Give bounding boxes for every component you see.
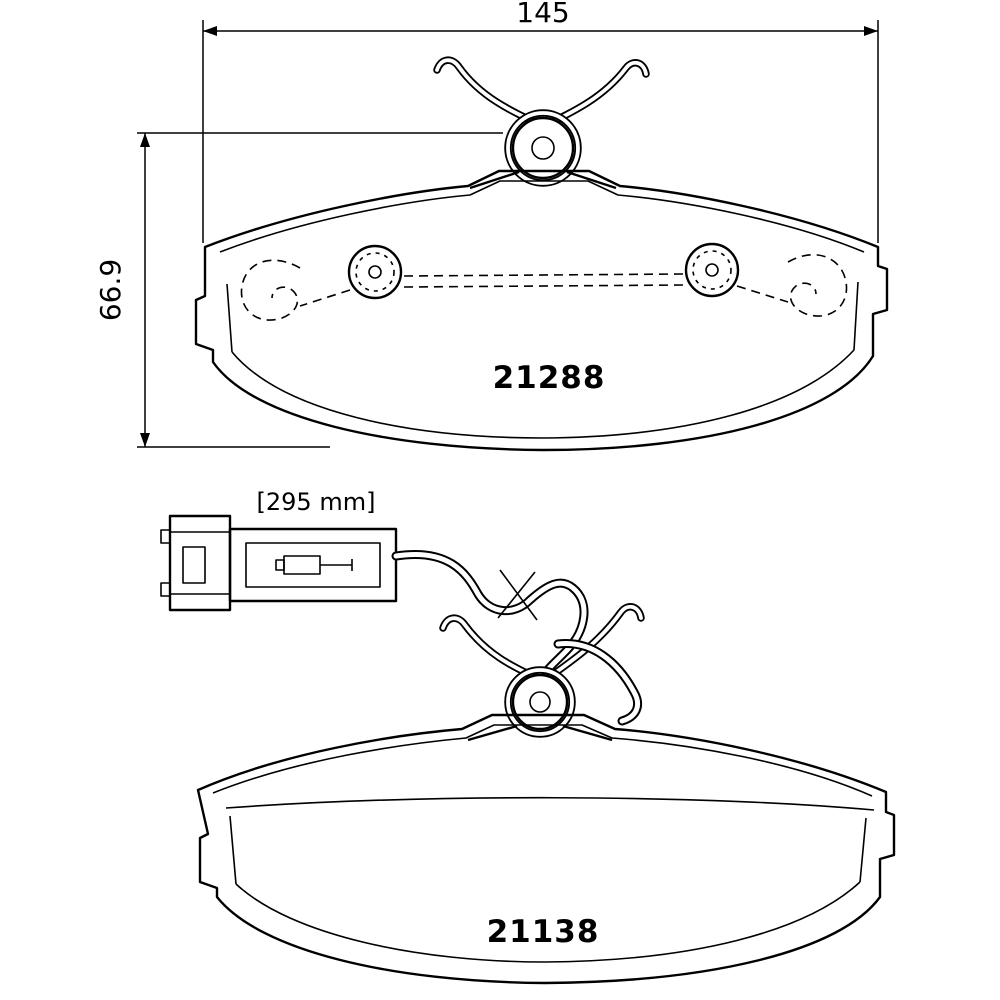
sensor-element — [283, 555, 321, 575]
cable-twist-mark — [497, 571, 536, 619]
mount-hole — [529, 691, 551, 713]
arrowhead-top — [140, 133, 150, 147]
mount-boss — [511, 673, 569, 731]
mount-hole — [531, 136, 555, 160]
inner-top-contour — [219, 180, 865, 253]
inner-left-edge — [229, 815, 237, 885]
inner-bottom-contour — [231, 349, 855, 439]
sensor-body — [228, 527, 398, 603]
connector-tab-bottom — [160, 582, 170, 597]
inner-bottom-contour — [235, 881, 861, 963]
spring-hook-right — [787, 253, 848, 317]
inner-top-contour — [212, 724, 873, 797]
hidden-line-lower — [403, 284, 685, 288]
spring-hook-left — [240, 259, 301, 321]
boss-base-right — [562, 724, 613, 742]
pad-outline — [194, 169, 889, 452]
inner-left-edge — [226, 283, 233, 353]
width-dimension: 145 — [202, 0, 879, 243]
hidden-line-upper — [403, 273, 685, 277]
mount-boss — [511, 116, 575, 180]
width-dimension-label: 145 — [516, 0, 569, 29]
boss-base-left — [467, 724, 518, 742]
connector-window — [182, 546, 206, 584]
spring-coil-left — [347, 244, 403, 300]
spring-coil-right — [684, 242, 740, 298]
arrowhead-right — [864, 26, 878, 36]
hidden-line-right — [736, 285, 789, 303]
plate-boundary-line — [225, 796, 875, 811]
height-dimension-label: 66.9 — [94, 259, 127, 321]
hidden-line-left — [299, 289, 351, 307]
lower-pad-part-number: 21138 — [487, 914, 600, 950]
connector-tab-top — [160, 529, 170, 544]
inner-right-edge — [853, 281, 859, 351]
lower-brake-pad-drawing: 21138 — [196, 607, 896, 985]
arrowhead-bottom — [140, 433, 150, 447]
cable-twist-mark — [499, 569, 538, 621]
height-dimension: 66.9 — [94, 132, 503, 448]
sensor-wire-length-label: [295 mm] — [257, 488, 376, 516]
connector-housing — [168, 514, 232, 612]
upper-brake-pad-drawing: 21288 — [194, 60, 889, 452]
upper-pad-part-number: 21288 — [493, 360, 606, 396]
wear-sensor-drawing: [295 mm] — [160, 488, 584, 672]
sensor-body-inner — [245, 542, 381, 588]
boss-base-left — [469, 170, 520, 190]
pad-outline — [196, 713, 896, 985]
inner-right-edge — [859, 817, 867, 883]
arrowhead-left — [203, 26, 217, 36]
boss-base-right — [566, 170, 617, 190]
sensor-element-notch — [275, 559, 285, 571]
